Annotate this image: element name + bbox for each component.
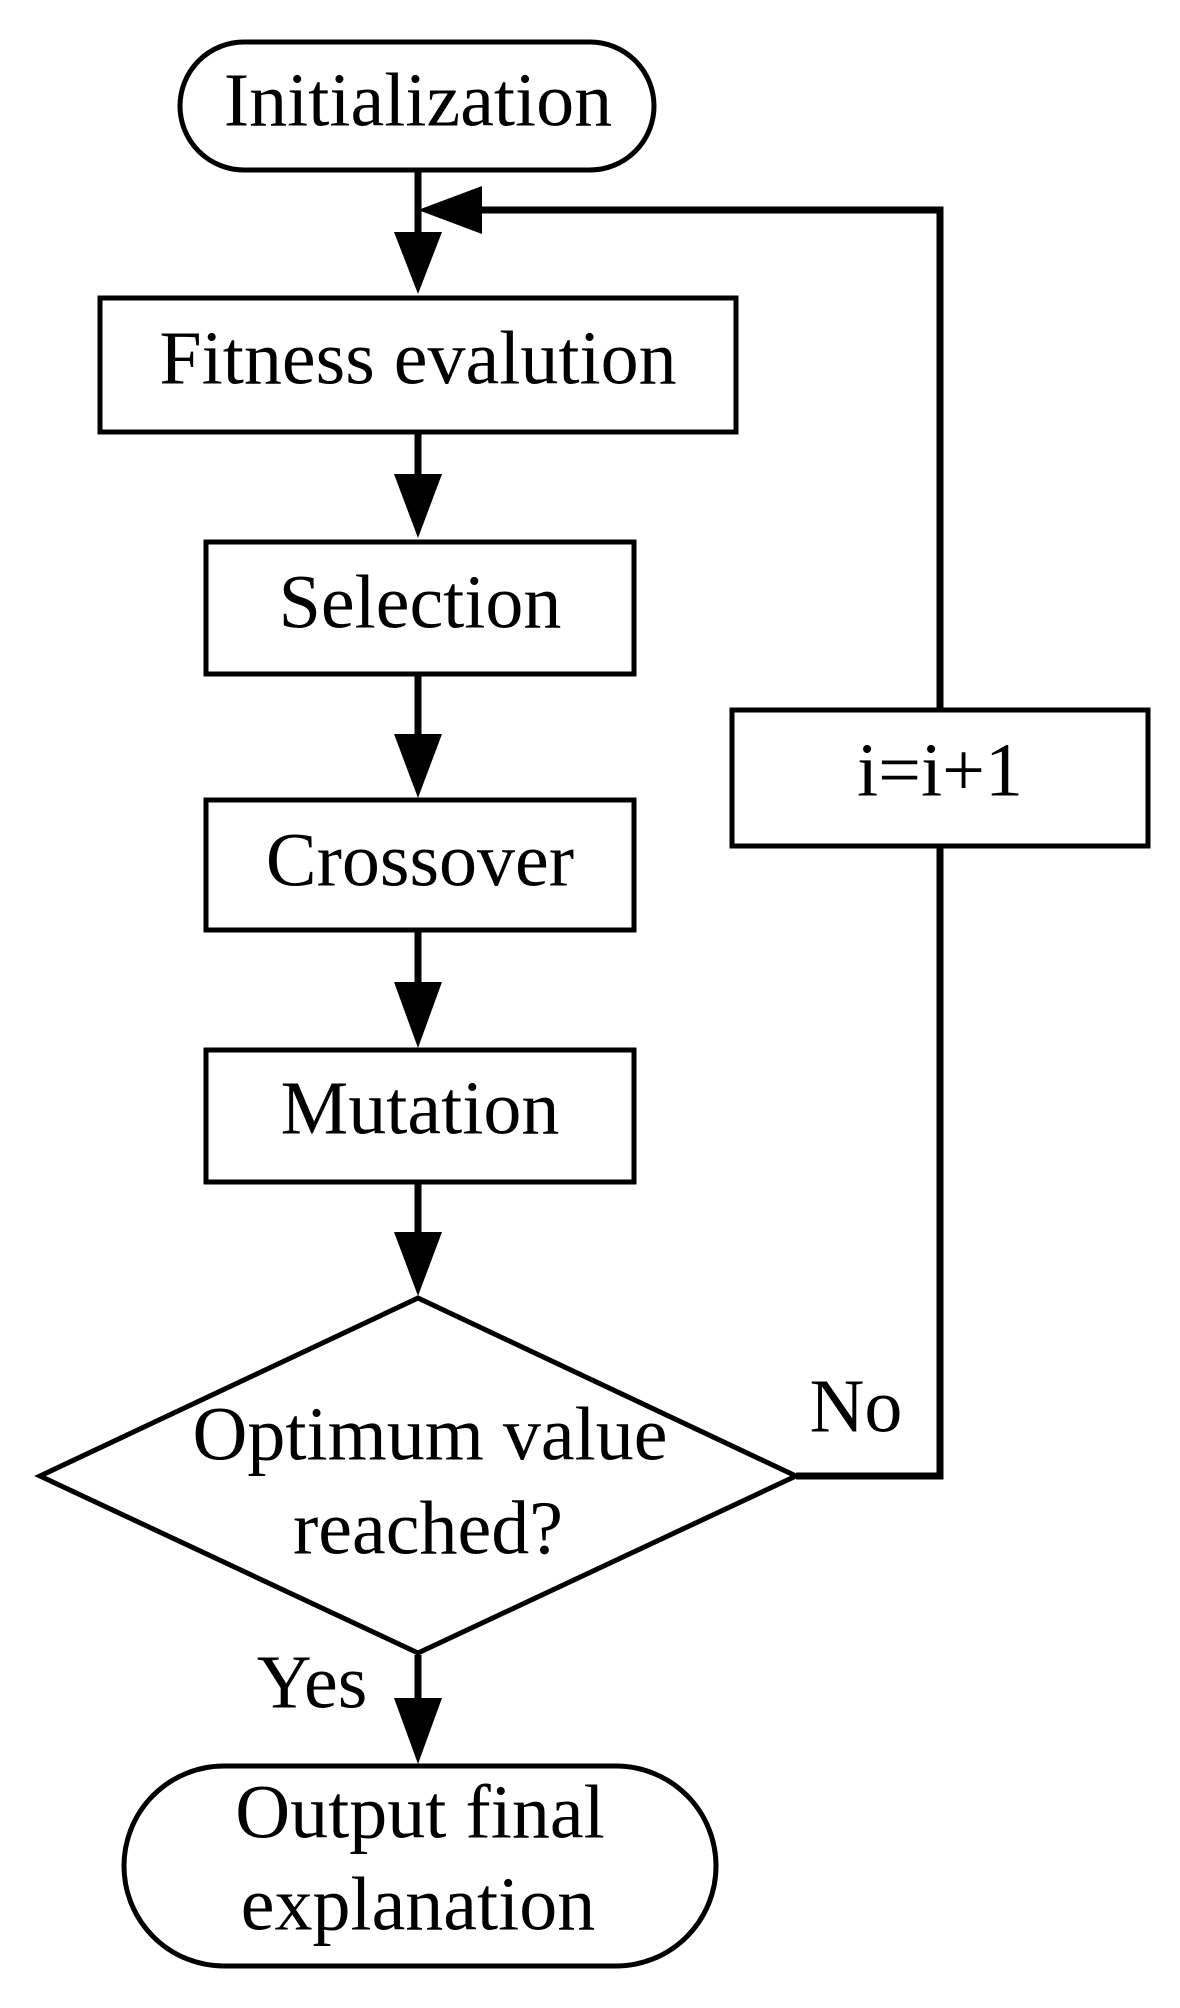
edge-label-no: No xyxy=(810,1364,903,1448)
arrowhead-to-decision xyxy=(394,1232,442,1296)
connector-increment-to-loop-top xyxy=(470,206,944,708)
node-decision: Optimum value reached? xyxy=(34,1295,802,1656)
node-decision-label-line1: Optimum value xyxy=(193,1392,668,1476)
arrowhead-to-selection xyxy=(394,474,442,538)
node-mutation: Mutation xyxy=(203,1047,637,1185)
node-start-label: Initialization xyxy=(224,58,612,142)
arrowhead-to-end xyxy=(394,1698,442,1764)
node-selection-label: Selection xyxy=(279,560,562,644)
node-increment-label: i=i+1 xyxy=(857,728,1023,812)
node-end: Output final explanation xyxy=(121,1763,719,1969)
node-fitness-evaluation: Fitness evalution xyxy=(97,295,739,435)
node-selection: Selection xyxy=(203,539,637,677)
arrowhead-to-fitness xyxy=(394,232,442,294)
node-increment: i=i+1 xyxy=(729,707,1151,849)
node-crossover: Crossover xyxy=(203,797,637,933)
node-mutation-label: Mutation xyxy=(281,1066,560,1150)
edge-label-yes: Yes xyxy=(257,1640,368,1724)
node-start: Initialization xyxy=(177,39,657,173)
node-fitness-label: Fitness evalution xyxy=(159,316,676,400)
connector-no-loop-to-increment xyxy=(796,848,944,1480)
arrowhead-to-mutation xyxy=(394,982,442,1048)
node-end-label-line1: Output final xyxy=(235,1770,604,1854)
arrowhead-to-crossover xyxy=(394,734,442,798)
node-end-label-line2: explanation xyxy=(241,1862,596,1946)
arrowhead-loop-back xyxy=(418,186,482,234)
node-decision-label-line2: reached? xyxy=(293,1486,563,1570)
node-crossover-label: Crossover xyxy=(266,818,574,902)
